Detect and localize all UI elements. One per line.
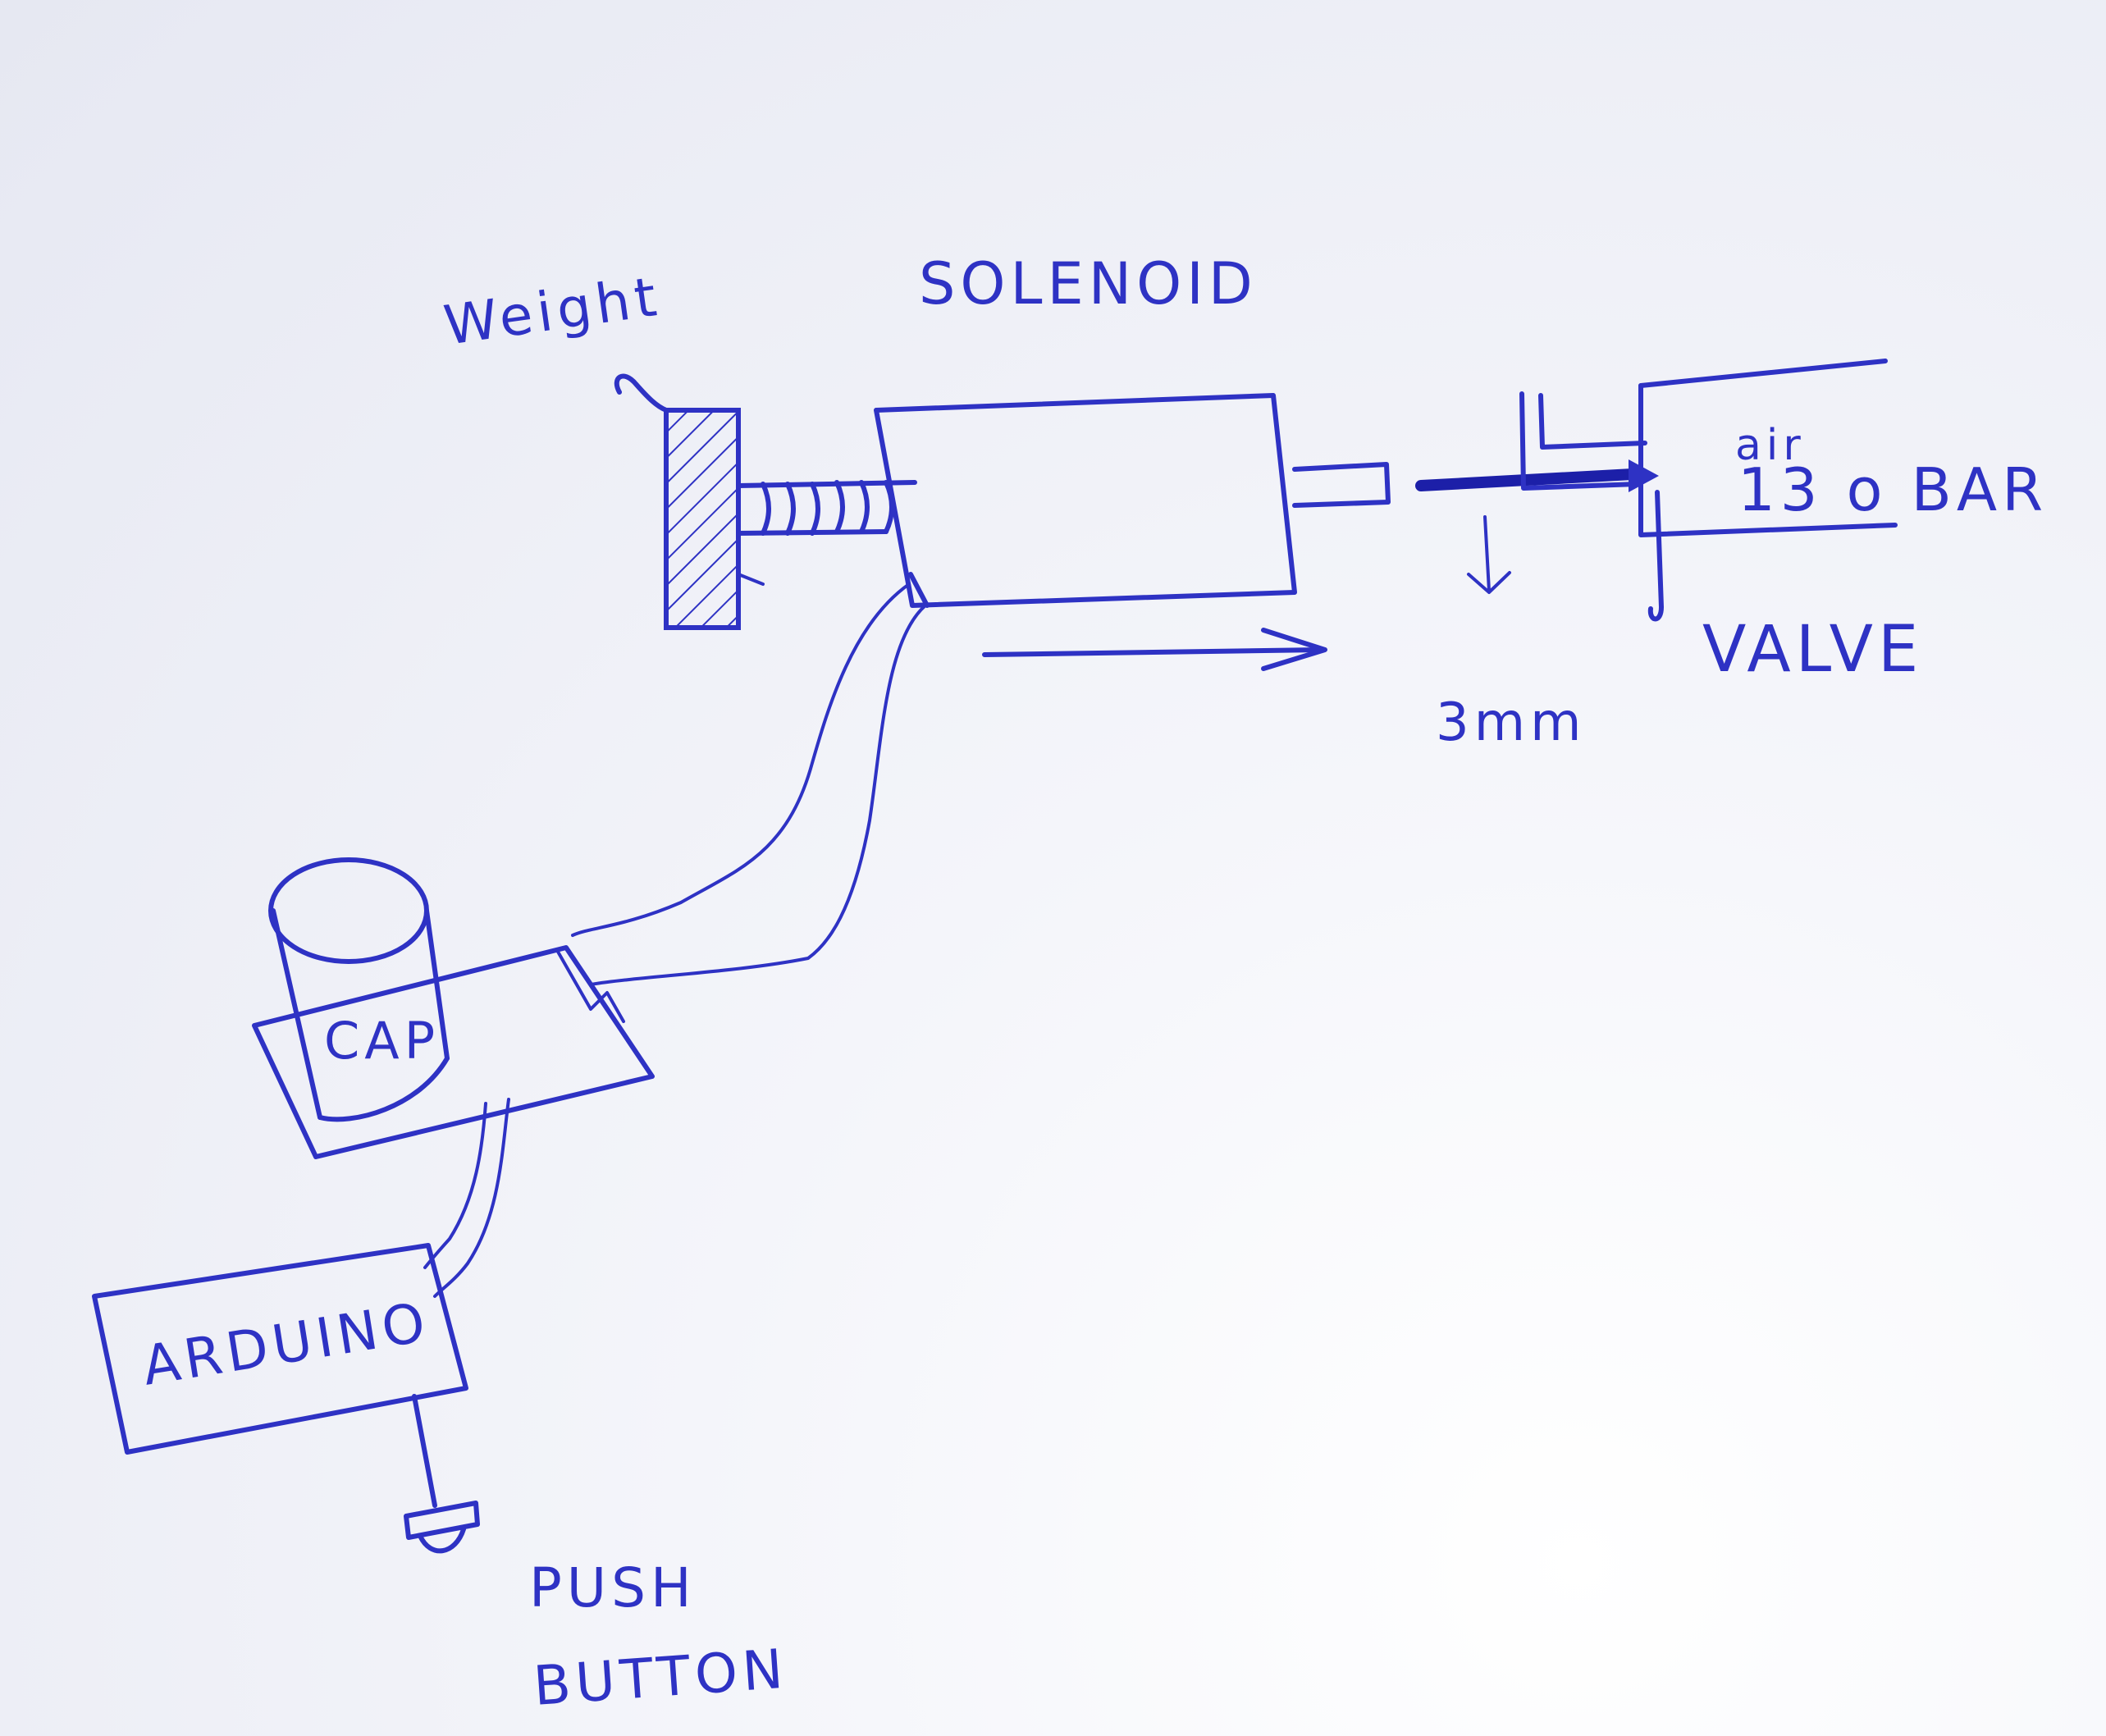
motion-arrow-shaft — [982, 647, 1323, 657]
motion-arrow-head — [1261, 628, 1327, 671]
motion-arrow-icon — [982, 628, 1327, 671]
wire-right — [589, 604, 927, 986]
valve-housing-left-bottom — [1638, 383, 1898, 537]
push-button-cap — [404, 1501, 480, 1540]
arduino-label: ARDUINO — [138, 1291, 434, 1398]
capacitor-icon — [268, 857, 450, 1122]
solenoid-wires — [571, 582, 927, 986]
valve-pin — [1647, 490, 1664, 622]
capacitor-left-edge — [271, 908, 322, 1120]
valve-housing-top — [1638, 359, 1888, 388]
push-button-base — [418, 1527, 466, 1554]
pressure-label: 13 o BAR — [1738, 455, 2048, 524]
wire-left — [571, 582, 911, 937]
arduino-box — [92, 1243, 468, 1455]
cap-label: CAP — [324, 1011, 440, 1071]
air-label: air — [1735, 421, 1806, 470]
cap-board — [252, 945, 655, 1159]
solenoid-plunger — [1292, 462, 1391, 508]
weight-hatched-mass — [664, 408, 741, 630]
down-arrow-icon — [1467, 515, 1511, 594]
push-label: PUSH — [529, 1556, 697, 1620]
spring-icon — [736, 480, 917, 536]
weight-stub — [737, 573, 765, 586]
board-arduino-wire-a — [433, 1098, 510, 1298]
valve-stem — [1415, 468, 1638, 491]
capacitor-top — [268, 857, 429, 964]
board-connector — [556, 950, 625, 1023]
valve-label: VALVE — [1702, 613, 1923, 687]
spring-coils — [761, 480, 894, 536]
valve-seat — [1629, 459, 1659, 492]
push-button-icon — [404, 1394, 480, 1554]
push-button-wire — [412, 1394, 437, 1508]
valve-bracket-left — [1519, 391, 1639, 491]
solenoid-outline — [874, 393, 1297, 608]
valve-bracket-inner — [1538, 393, 1647, 450]
stroke-label: 3mm — [1436, 692, 1586, 753]
button-label: BUTTON — [532, 1637, 790, 1717]
weight-hook — [614, 373, 669, 413]
capacitor-bottom — [317, 1056, 450, 1122]
solenoid-label: SOLENOID — [919, 250, 1258, 318]
weight-label: Weight — [441, 265, 665, 358]
board-outline — [252, 945, 655, 1159]
solenoid-body — [874, 393, 1391, 608]
weight-block — [614, 373, 765, 630]
valve-assembly — [1415, 359, 1898, 622]
solenoid-corner — [908, 572, 930, 608]
capacitor-right-edge — [424, 908, 450, 1061]
